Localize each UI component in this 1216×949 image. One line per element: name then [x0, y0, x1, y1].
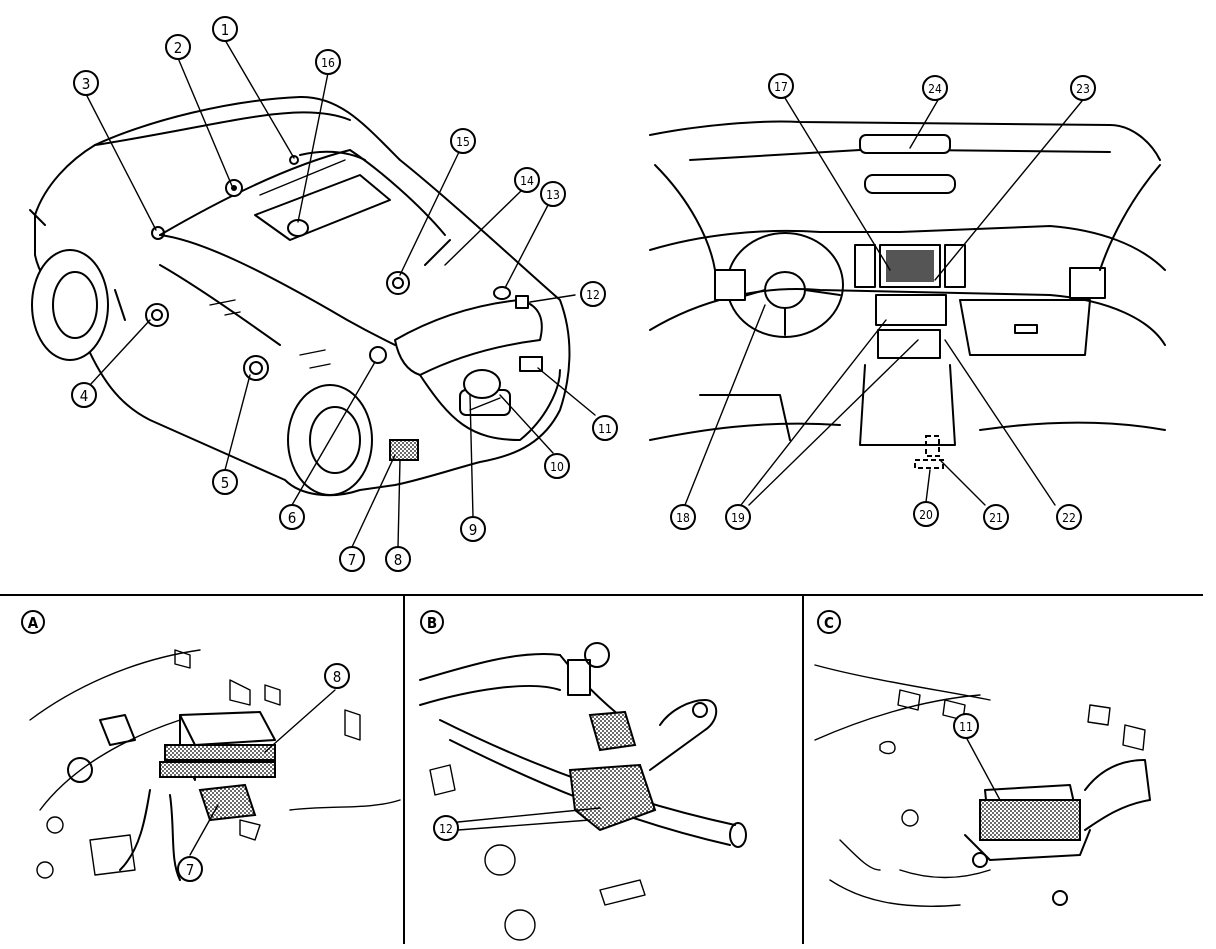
svg-text:4: 4 [80, 387, 89, 405]
callout-1: 1 [212, 16, 238, 42]
exterior-car-illustration [29, 95, 571, 497]
callout-4: 4 [71, 382, 97, 408]
callout-12: 12 [580, 281, 606, 307]
callout-7: 7 [339, 546, 365, 572]
svg-text:23: 23 [1076, 82, 1090, 96]
svg-text:3: 3 [82, 75, 91, 93]
exterior-leader-lines [85, 39, 596, 548]
callout-18: 18 [670, 504, 696, 530]
svg-text:8: 8 [394, 551, 403, 569]
panel-b-leader-lines [457, 807, 601, 831]
svg-text:7: 7 [186, 861, 195, 879]
svg-text:18: 18 [676, 511, 690, 525]
svg-text:17: 17 [774, 80, 788, 94]
svg-text:11: 11 [959, 720, 973, 734]
svg-text:12: 12 [586, 288, 600, 302]
callout-11: 11 [592, 415, 618, 441]
callout-2: 2 [165, 34, 191, 60]
callout-20: 20 [913, 501, 939, 527]
panel-label-a: A [21, 610, 45, 634]
svg-text:12: 12 [439, 822, 453, 836]
svg-text:10: 10 [550, 460, 564, 474]
svg-text:B: B [427, 614, 437, 632]
svg-text:2: 2 [174, 39, 183, 57]
svg-text:16: 16 [321, 56, 335, 70]
panel-label-b: B [420, 610, 444, 634]
svg-text:14: 14 [520, 174, 534, 188]
svg-text:1: 1 [221, 21, 230, 39]
svg-text:19: 19 [731, 511, 745, 525]
panel-c-callout-11: 11 [953, 713, 979, 739]
panel-b-callout-12: 12 [433, 815, 459, 841]
panel-c-leader-lines [965, 736, 1001, 801]
svg-text:24: 24 [928, 82, 942, 96]
svg-text:20: 20 [919, 508, 933, 522]
callout-21: 21 [983, 504, 1009, 530]
interior-leader-lines [684, 97, 1083, 506]
panel-label-c: C [817, 610, 841, 634]
svg-text:C: C [824, 614, 834, 632]
callout-24: 24 [922, 75, 948, 101]
svg-text:5: 5 [221, 474, 230, 492]
callout-3: 3 [73, 70, 99, 96]
panel-c-illustration [814, 664, 1151, 907]
callout-5: 5 [212, 469, 238, 495]
svg-text:8: 8 [333, 668, 342, 686]
panel-dividers [0, 594, 1203, 944]
svg-text:15: 15 [456, 135, 470, 149]
callout-14: 14 [514, 167, 540, 193]
callout-22: 22 [1056, 504, 1082, 530]
callout-9: 9 [460, 516, 486, 542]
callout-13: 13 [540, 181, 566, 207]
svg-text:9: 9 [469, 521, 478, 539]
svg-text:21: 21 [989, 511, 1003, 525]
callout-16: 16 [315, 49, 341, 75]
callout-8: 8 [385, 546, 411, 572]
svg-text:22: 22 [1062, 511, 1076, 525]
callout-6: 6 [279, 504, 305, 530]
panel-b-illustration [419, 642, 747, 941]
svg-text:A: A [28, 614, 39, 632]
svg-text:6: 6 [288, 509, 297, 527]
callouts: 1 2 3 16 15 14 13 12 4 5 6 7 8 9 10 11 1… [21, 16, 1096, 882]
callout-17: 17 [768, 73, 794, 99]
callout-10: 10 [544, 453, 570, 479]
svg-text:13: 13 [546, 188, 560, 202]
svg-text:7: 7 [348, 551, 357, 569]
callout-23: 23 [1070, 75, 1096, 101]
panel-a-callout-7: 7 [177, 856, 203, 882]
callout-15: 15 [450, 128, 476, 154]
svg-text:11: 11 [598, 422, 612, 436]
callout-19: 19 [725, 504, 751, 530]
interior-dashboard-illustration [649, 120, 1166, 469]
panel-a-callout-8: 8 [324, 663, 350, 689]
panel-a-leader-lines [189, 689, 336, 856]
